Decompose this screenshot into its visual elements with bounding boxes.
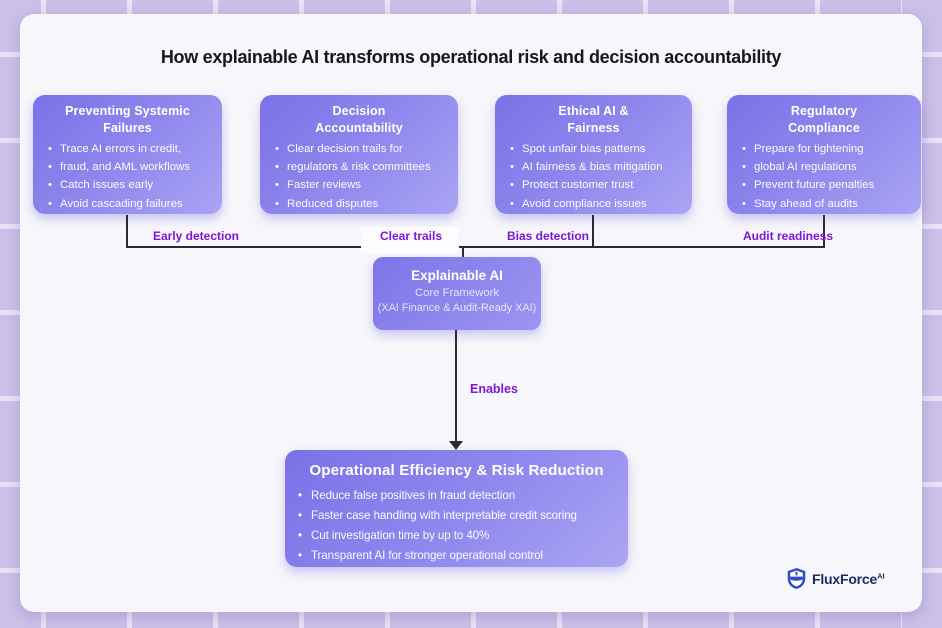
arrow-label-enables: Enables bbox=[470, 382, 518, 396]
list-item: Catch issues early bbox=[47, 176, 216, 194]
list-item: Prepare for tightening bbox=[741, 140, 915, 158]
box-title: Regulatory Compliance bbox=[788, 104, 860, 135]
connector-center-stem bbox=[462, 246, 464, 258]
shield-icon bbox=[786, 567, 807, 590]
center-box-title: Explainable AI bbox=[411, 268, 503, 283]
box-ethical-ai-fairness: Ethical AI & Fairness Spot unfair bias p… bbox=[495, 95, 692, 214]
fluxforce-logo: FluxForceAI bbox=[786, 567, 885, 590]
box-title: Decision Accountability bbox=[315, 104, 403, 135]
box-decision-accountability: Decision Accountability Clear decision t… bbox=[260, 95, 458, 214]
connector-label-early-detection: Early detection bbox=[152, 229, 240, 243]
connector-stem-box1 bbox=[126, 215, 128, 246]
bullet-list: Clear decision trails for regulators & r… bbox=[260, 140, 458, 213]
box-explainable-ai-core: Explainable AI Core Framework (XAI Finan… bbox=[373, 257, 541, 330]
list-item: fraud, and AML workflows bbox=[47, 158, 216, 176]
brand-suffix: AI bbox=[877, 570, 885, 580]
bullet-list: Trace AI errors in credit, fraud, and AM… bbox=[33, 140, 222, 213]
list-item: Faster case handling with interpretable … bbox=[297, 506, 624, 526]
connector-label-audit-readiness: Audit readiness bbox=[742, 229, 834, 243]
brand-name: FluxForceAI bbox=[812, 570, 885, 587]
list-item: Transparent AI for stronger operational … bbox=[297, 546, 624, 566]
list-item: regulators & risk committees bbox=[274, 158, 452, 176]
connector-stem-box4 bbox=[823, 215, 825, 246]
list-item: Avoid cascading failures bbox=[47, 195, 216, 213]
bullet-list: Spot unfair bias patterns AI fairness & … bbox=[495, 140, 692, 213]
list-item: Spot unfair bias patterns bbox=[509, 140, 686, 158]
box-operational-efficiency: Operational Efficiency & Risk Reduction … bbox=[285, 450, 628, 567]
box-regulatory-compliance: Regulatory Compliance Prepare for tighte… bbox=[727, 95, 921, 214]
list-item: Cut investigation time by up to 40% bbox=[297, 526, 624, 546]
page-title: How explainable AI transforms operationa… bbox=[160, 47, 782, 67]
arrow-line bbox=[455, 330, 457, 442]
box-preventing-systemic-failures: Preventing Systemic Failures Trace AI er… bbox=[33, 95, 222, 214]
list-item: Trace AI errors in credit, bbox=[47, 140, 216, 158]
center-box-note: (XAI Finance & Audit-Ready XAI) bbox=[377, 302, 537, 314]
bullet-list: Prepare for tightening global AI regulat… bbox=[727, 140, 921, 213]
list-item: Avoid compliance issues bbox=[509, 195, 686, 213]
bullet-list: Reduce false positives in fraud detectio… bbox=[285, 486, 628, 566]
list-item: Prevent future penalties bbox=[741, 176, 915, 194]
box-title: Preventing Systemic Failures bbox=[65, 104, 190, 135]
list-item: Protect customer trust bbox=[509, 176, 686, 194]
connector-label-bias-detection: Bias detection bbox=[506, 229, 590, 243]
label-background-chip bbox=[361, 227, 459, 254]
list-item: Reduce false positives in fraud detectio… bbox=[297, 486, 624, 506]
list-item: Faster reviews bbox=[274, 176, 452, 194]
list-item: Clear decision trails for bbox=[274, 140, 452, 158]
list-item: Reduced disputes bbox=[274, 195, 452, 213]
connector-label-clear-trails: Clear trails bbox=[379, 229, 443, 243]
center-box-subtitle: Core Framework bbox=[414, 287, 500, 299]
connector-stem-box3 bbox=[592, 215, 594, 246]
box-title: Ethical AI & Fairness bbox=[558, 104, 629, 135]
bottom-box-title: Operational Efficiency & Risk Reduction bbox=[309, 462, 604, 479]
list-item: AI fairness & bias mitigation bbox=[509, 158, 686, 176]
connector-horizontal-line bbox=[126, 246, 825, 248]
list-item: Stay ahead of audits bbox=[741, 195, 915, 213]
list-item: global AI regulations bbox=[741, 158, 915, 176]
arrow-head-icon bbox=[449, 441, 463, 450]
